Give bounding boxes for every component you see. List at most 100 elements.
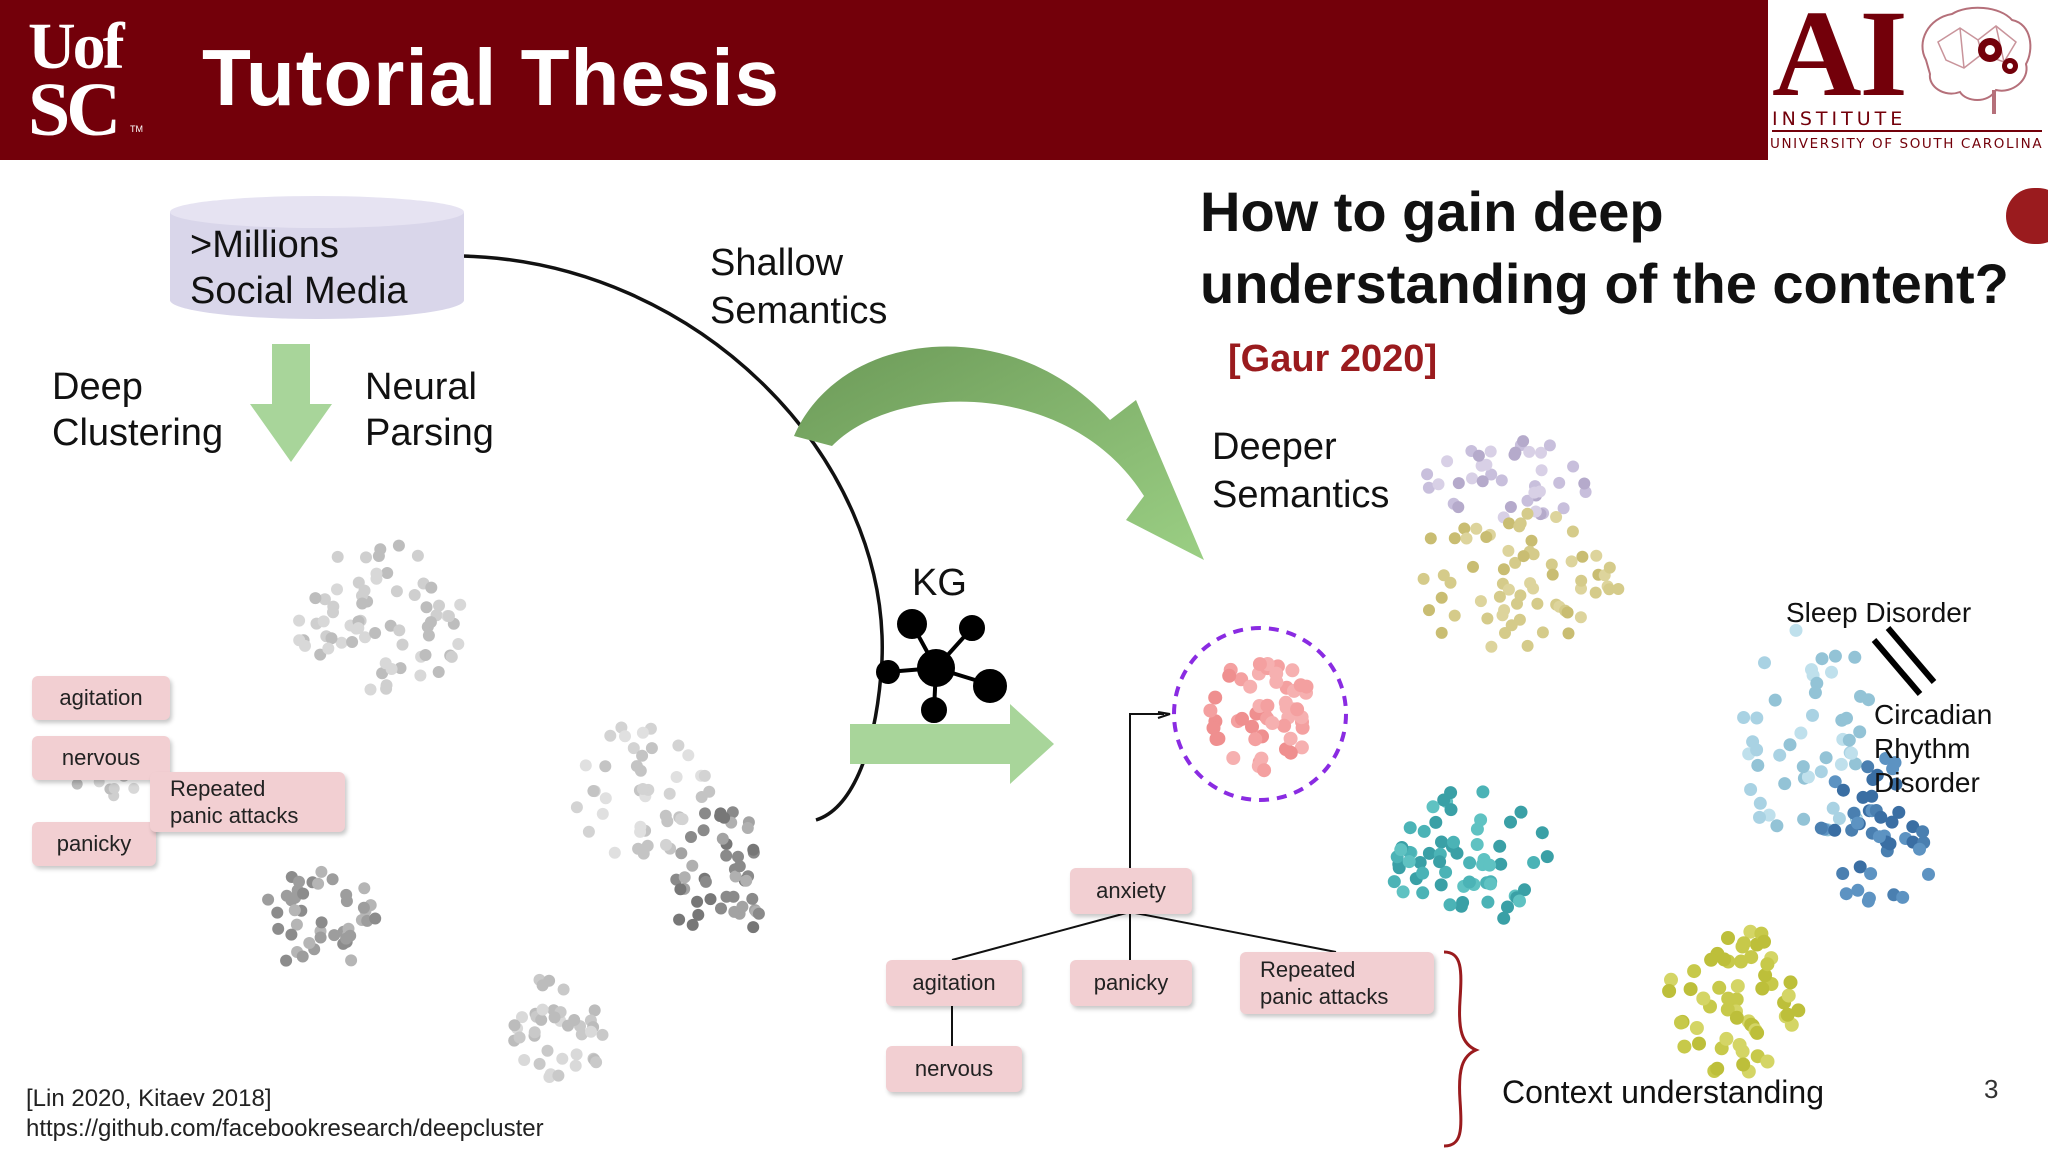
scatter-point: [1783, 975, 1798, 990]
scatter-point: [528, 1026, 541, 1039]
parallel-bars-icon: [1871, 626, 1937, 696]
scatter-point: [1789, 623, 1803, 637]
scatter-point: [1535, 464, 1548, 477]
scatter-point: [699, 807, 711, 820]
scatter-point: [369, 912, 382, 925]
scatter-point: [1848, 650, 1862, 664]
scatter-point: [296, 950, 309, 963]
scatter-point: [394, 662, 407, 675]
scatter-point: [379, 657, 392, 670]
cylinder-line-2: Social Media: [190, 270, 408, 312]
scatter-point: [747, 843, 760, 856]
scatter-point: [1426, 800, 1440, 814]
scatter-point: [1719, 1031, 1734, 1046]
scatter-point: [596, 1028, 609, 1041]
scatter-point: [1467, 560, 1479, 573]
scatter-point: [541, 1044, 554, 1057]
scatter-point: [1845, 746, 1858, 760]
cluster-teal: [1387, 785, 1554, 925]
scatter-clusters: [71, 435, 1935, 1083]
scatter-point: [691, 895, 704, 908]
scatter-point: [645, 742, 658, 755]
deeper-semantics-line-1: Deeper: [1212, 426, 1337, 468]
scatter-point: [1710, 1061, 1725, 1076]
scatter-point: [1546, 568, 1559, 581]
scatter-point: [1480, 458, 1493, 471]
scatter-point: [393, 624, 406, 637]
scatter-point: [535, 1013, 548, 1026]
cluster-yellow: [1662, 924, 1806, 1079]
scatter-point: [358, 882, 371, 895]
scatter-point: [1434, 878, 1448, 892]
scatter-point: [1435, 591, 1448, 604]
scatter-point: [1243, 679, 1258, 694]
scatter-point: [741, 822, 754, 834]
scatter-point: [1834, 757, 1848, 771]
circadian-line-1: Circadian: [1874, 699, 1993, 730]
mid-cluster-a: [570, 721, 716, 860]
scatter-point: [1851, 816, 1864, 830]
question-line-1: How to gain deep: [1200, 180, 1664, 243]
scatter-point: [317, 615, 330, 628]
scatter-point: [1435, 626, 1448, 639]
scatter-point: [1536, 626, 1549, 639]
scatter-point: [452, 638, 465, 650]
mid-cluster-b: [670, 806, 765, 934]
scatter-point: [1576, 550, 1589, 563]
scatter-point: [1476, 475, 1489, 488]
scatter-point: [419, 649, 432, 661]
scatter-point: [1476, 785, 1490, 799]
scatter-point: [297, 887, 310, 900]
scatter-point: [1203, 703, 1218, 718]
scatter-point: [1874, 810, 1888, 824]
scatter-point: [599, 792, 612, 805]
scatter-point: [1677, 1039, 1692, 1054]
scatter-point: [1736, 936, 1751, 951]
scatter-point: [752, 907, 765, 920]
scatter-point: [1448, 532, 1461, 545]
scatter-point: [1444, 803, 1458, 817]
scatter-point: [1441, 455, 1454, 468]
scatter-point: [1509, 556, 1522, 569]
scatter-point: [454, 598, 467, 611]
scatter-point: [1794, 726, 1808, 740]
deeper-semantics-line-2: Semantics: [1212, 474, 1390, 516]
scatter-point: [1757, 934, 1771, 949]
scatter-point: [1439, 865, 1453, 879]
scatter-point: [1578, 477, 1591, 490]
sleep-disorder-label: Sleep Disorder: [1786, 597, 1972, 628]
scatter-point: [1527, 582, 1540, 595]
scatter-point: [1814, 765, 1828, 779]
tag-agitation: agitation: [32, 676, 170, 720]
scatter-point: [1791, 1003, 1806, 1018]
scatter-point: [1517, 435, 1530, 448]
scatter-point: [1283, 731, 1298, 746]
scatter-point: [1481, 895, 1495, 909]
scatter-point: [1819, 751, 1833, 765]
scatter-point: [1870, 768, 1884, 782]
slide-title: Tutorial Thesis: [202, 33, 781, 122]
scatter-point: [288, 904, 301, 917]
usc-logo-tm: TM: [130, 124, 143, 134]
scatter-point: [1483, 858, 1497, 872]
scatter-point: [1861, 760, 1875, 774]
scatter-point: [585, 1025, 597, 1038]
scatter-point: [588, 1004, 601, 1017]
scatter-point: [1753, 796, 1767, 810]
scatter-point: [1278, 695, 1293, 710]
scatter-point: [1753, 810, 1766, 824]
scatter-point: [1535, 826, 1549, 840]
scatter-point: [369, 627, 382, 639]
scatter-point: [1450, 846, 1464, 860]
scatter-point: [1590, 549, 1603, 562]
scatter-point: [1514, 589, 1527, 602]
scatter-point: [1872, 830, 1886, 844]
scatter-point: [408, 589, 421, 601]
scatter-point: [1472, 449, 1485, 462]
scatter-point: [718, 811, 731, 824]
scatter-point: [733, 860, 746, 873]
footer-url[interactable]: https://github.com/facebookresearch/deep…: [26, 1115, 544, 1142]
ai-institute-logo: AI INSTITUTE UNIVERSITY OF SOUTH CAROLIN…: [1768, 0, 2048, 160]
scatter-point: [1696, 991, 1711, 1006]
